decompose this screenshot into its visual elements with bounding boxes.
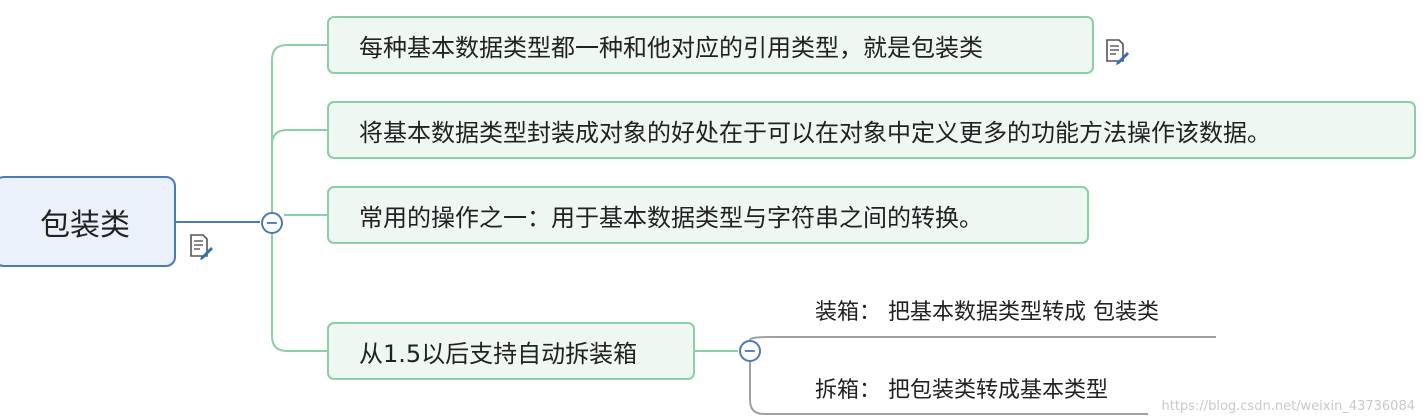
subbranch-line	[749, 336, 1216, 341]
topic-label: 每种基本数据类型都一种和他对应的引用类型，就是包装类	[359, 33, 983, 62]
root-topic-box[interactable]: 包装类	[0, 176, 176, 267]
subtopic-label[interactable]: 拆箱： 把包装类转成基本类型	[815, 378, 1108, 403]
note-edit-icon[interactable]	[186, 232, 214, 260]
note-edit-icon[interactable]	[1102, 37, 1130, 65]
topic-label: 将基本数据类型封装成对象的好处在于可以在对象中定义更多的功能方法操作该数据。	[359, 118, 1271, 147]
topic-box[interactable]: 常用的操作之一：用于基本数据类型与字符串之间的转换。	[327, 186, 1089, 244]
topic-label: 常用的操作之一：用于基本数据类型与字符串之间的转换。	[359, 203, 983, 232]
root-topic-label: 包装类	[40, 207, 130, 243]
topic-box[interactable]: 每种基本数据类型都一种和他对应的引用类型，就是包装类	[327, 16, 1094, 74]
branch-line	[271, 129, 328, 222]
collapse-subtopic-button[interactable]: −	[739, 340, 761, 362]
topic-box[interactable]: 将基本数据类型封装成对象的好处在于可以在对象中定义更多的功能方法操作该数据。	[327, 101, 1416, 159]
subtopic-label[interactable]: 装箱： 把基本数据类型转成 包装类	[815, 300, 1159, 325]
branch-line	[271, 222, 328, 352]
watermark-text: https://blog.csdn.net/weixin_43736084	[1161, 399, 1415, 414]
collapse-root-button[interactable]: −	[261, 212, 283, 234]
topic-label: 从1.5以后支持自动拆装箱	[359, 339, 638, 368]
branch-line	[271, 44, 328, 222]
subbranch-line	[749, 362, 1148, 415]
topic-box[interactable]: 从1.5以后支持自动拆装箱	[327, 322, 695, 380]
